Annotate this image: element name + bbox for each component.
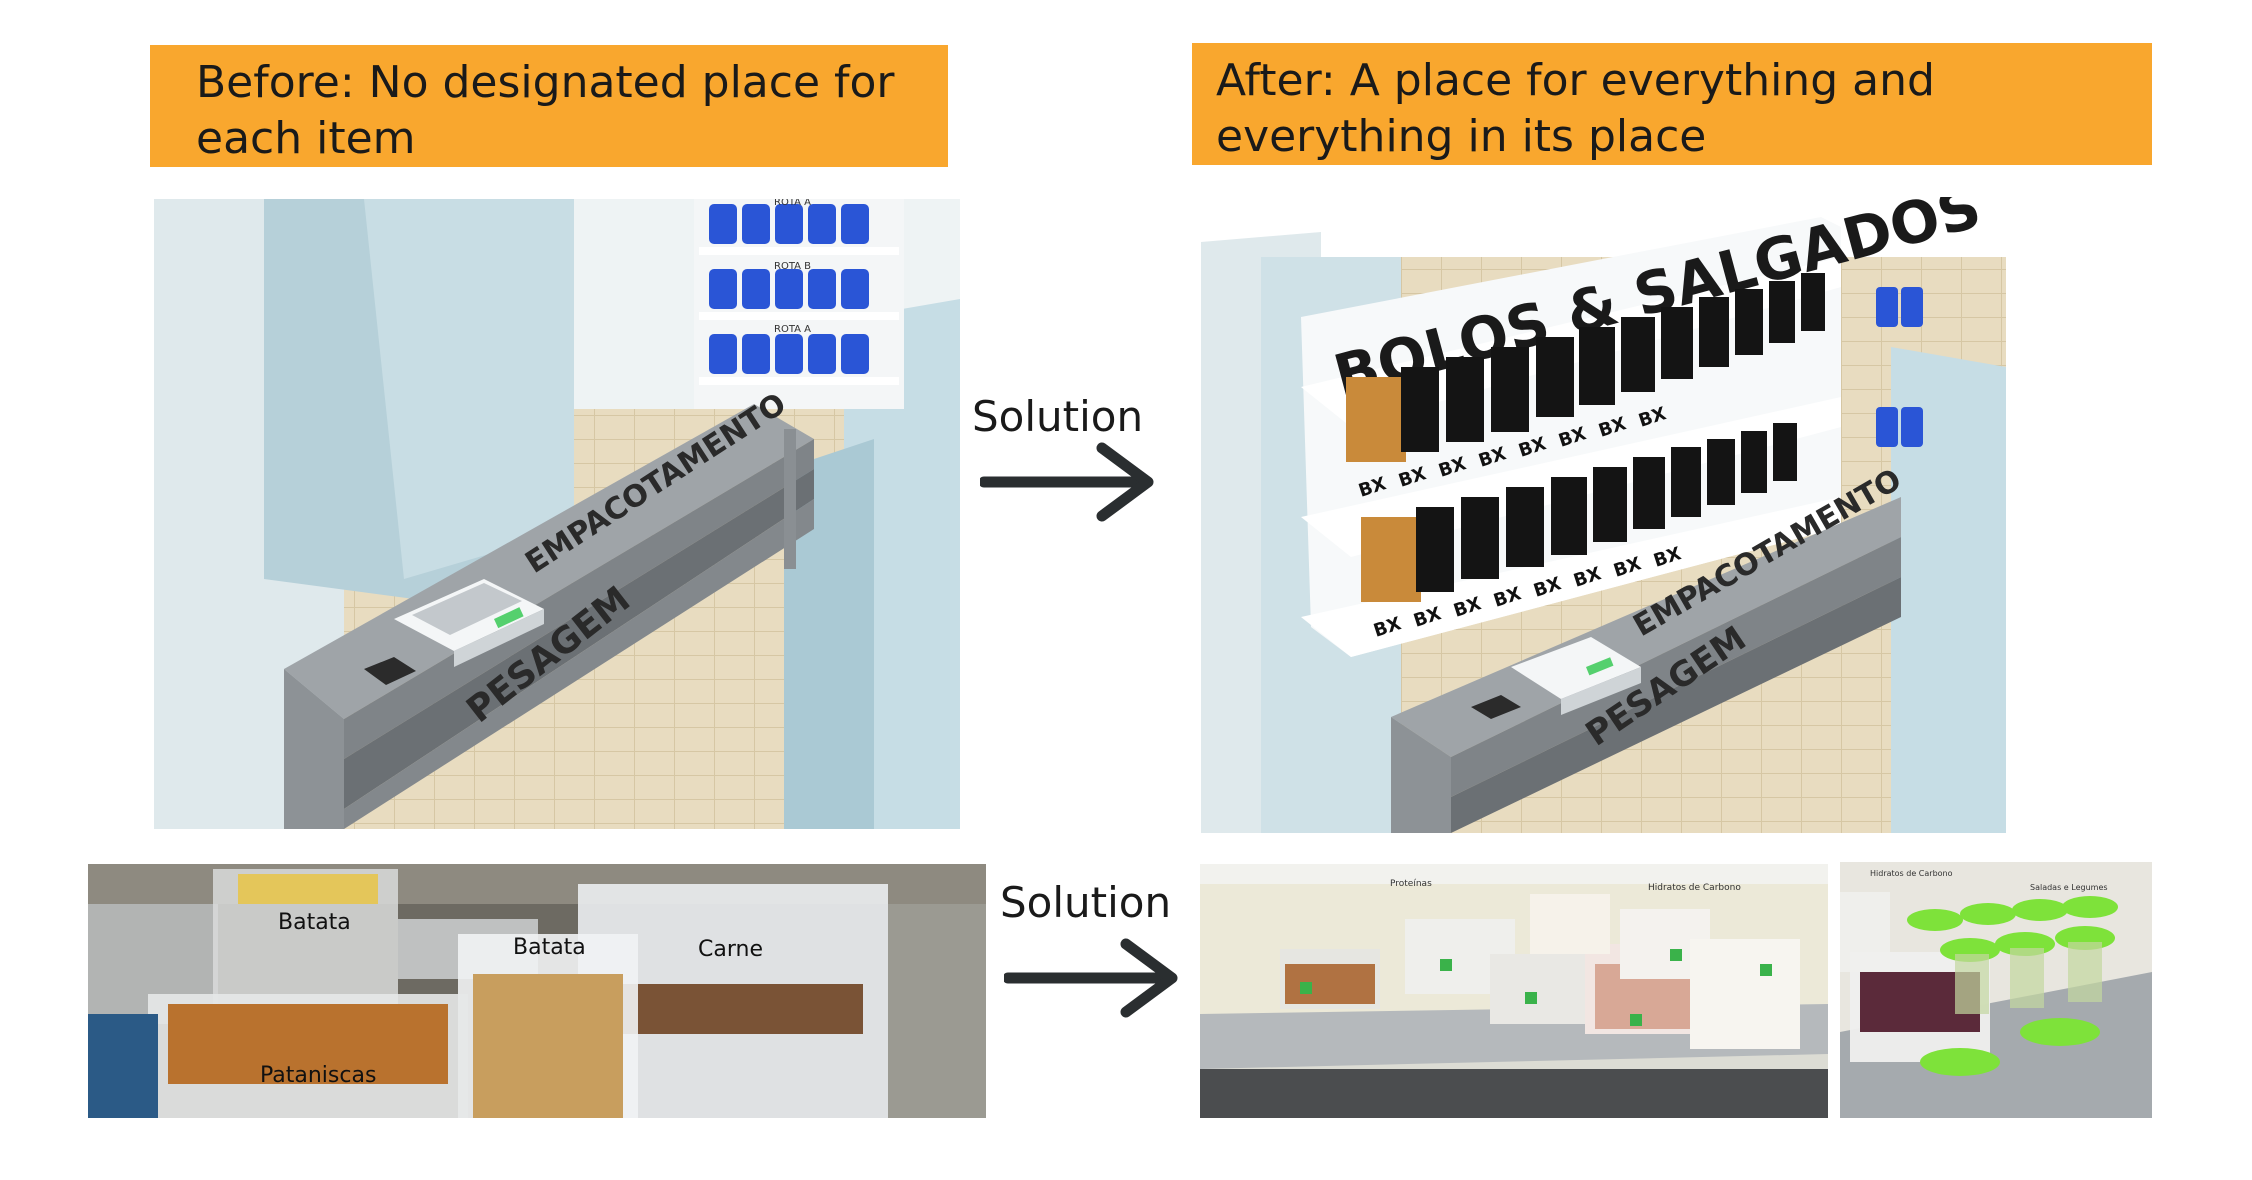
rack-label: ROTA A xyxy=(774,199,811,208)
solution-label-top: Solution xyxy=(972,392,1144,441)
before-banner: Before: No designated place for each ite… xyxy=(150,45,948,167)
photo-label-batata: Batata xyxy=(513,935,586,960)
crate-rack: ROTA A ROTA B ROTA A xyxy=(694,199,904,409)
photo-label-proteinas: Proteínas xyxy=(1390,879,1432,889)
photo-label-pataniscas: Pataniscas xyxy=(260,1063,376,1088)
photo-label-hidratos: Hidratos de Carbono xyxy=(1870,869,1953,878)
photo-label-carne: Carne xyxy=(698,937,763,962)
rack-label: ROTA B xyxy=(774,261,811,272)
after-render: BOLOS & SALGADOS xyxy=(1201,197,2006,833)
rack-label: ROTA A xyxy=(774,324,811,335)
solution-label-bottom: Solution xyxy=(1000,878,1172,927)
photo-label-batata: Batata xyxy=(278,910,351,935)
after-banner: After: A place for everything and everyt… xyxy=(1192,43,2152,165)
after-photo-organized-counter: Proteínas Hidratos de Carbono xyxy=(1200,864,1828,1118)
before-photo: Batata Batata Carne Pataniscas xyxy=(88,864,986,1118)
before-banner-text: Before: No designated place for each ite… xyxy=(196,57,895,164)
after-photo-salads: Hidratos de Carbono Saladas e Legumes xyxy=(1840,862,2152,1118)
photo-label-saladas: Saladas e Legumes xyxy=(2030,883,2108,892)
arrow-right-icon xyxy=(980,442,1154,522)
photo-label-hidratos: Hidratos de Carbono xyxy=(1648,883,1741,893)
arrow-right-icon xyxy=(1004,938,1178,1018)
after-banner-text: After: A place for everything and everyt… xyxy=(1216,55,1935,162)
before-render: ROTA A ROTA B ROTA A EMPACOTAMENTO PESAG… xyxy=(154,199,960,829)
